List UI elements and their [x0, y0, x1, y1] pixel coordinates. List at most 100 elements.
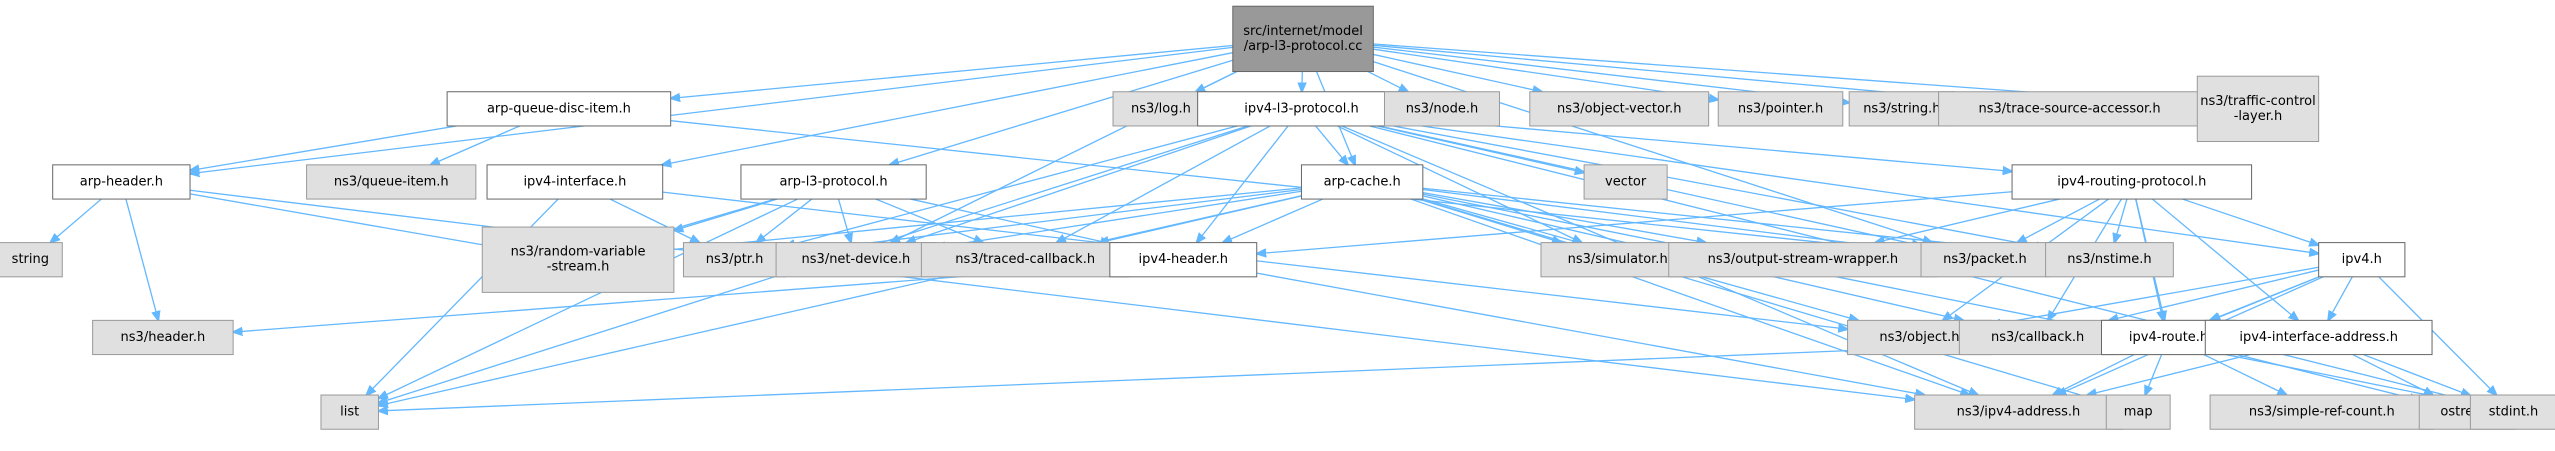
node-stdint: stdint.h	[2469, 394, 2555, 430]
node-ipv4-header[interactable]: ipv4-header.h	[1109, 242, 1258, 278]
edge-ipv4-l3-protocol-to-ipv4	[1405, 122, 2318, 254]
node-box-ns3-ptr	[682, 242, 787, 278]
edge-arp-cache-to-ns3-ipv4-address	[1410, 198, 1970, 395]
edge-ipv4-l3-protocol-to-ipv4-header	[1197, 125, 1289, 243]
edge-ipv4-to-ns3-object	[1991, 266, 2319, 325]
edge-arp-cache-to-ns3-net-device	[936, 190, 1302, 247]
node-box-arp-cache	[1300, 164, 1424, 200]
node-label-ipv4-interface-address: ipv4-interface-address.h	[2239, 330, 2398, 345]
node-label-ns3-random-variable-stream-0: ns3/random-variable	[511, 245, 646, 260]
node-label-ns3-string: ns3/string.h	[1863, 101, 1940, 116]
node-box-arp-queue-disc-item	[446, 91, 672, 127]
edge-ipv4-to-ipv4-route	[2211, 276, 2320, 321]
node-label-ns3-traffic-control-layer-0: ns3/traffic-control	[2200, 94, 2316, 109]
node-box-ns3-output-stream-wrapper	[1668, 242, 1938, 278]
edge-ipv4-header-to-ns3-ipv4-address	[1256, 272, 1925, 395]
nodes-layer: src/internet/model/arp-l3-protocol.cc arp…	[0, 5, 2555, 430]
node-box-ns3-object-vector	[1529, 91, 1710, 127]
edge-ipv4-l3-protocol-to-ns3-net-device	[906, 125, 1252, 243]
node-label-string: string	[12, 252, 49, 267]
node-ns3-ptr: ns3/ptr.h	[682, 242, 787, 278]
node-label-ns3-net-device: ns3/net-device.h	[802, 252, 911, 267]
edge-ipv4-l3-protocol-to-ns3-simulator	[1337, 125, 1581, 243]
node-box-ns3-net-device	[775, 242, 937, 278]
node-ipv4-routing-protocol[interactable]: ipv4-routing-protocol.h	[2011, 164, 2253, 200]
edge-arp-header-to-ns3-header	[125, 198, 158, 320]
node-ipv4-interface-address[interactable]: ipv4-interface-address.h	[2204, 319, 2433, 356]
node-box-ipv4-header	[1109, 242, 1258, 278]
node-label-ns3-pointer: ns3/pointer.h	[1738, 101, 1823, 116]
node-box-ipv4	[2318, 242, 2406, 278]
edge-arp-queue-disc-item-to-ns3-queue-item	[430, 125, 520, 165]
node-ns3-random-variable-stream: ns3/random-variable-stream.h	[481, 226, 675, 293]
node-label-ns3-packet: ns3/packet.h	[1943, 252, 2027, 267]
edge-ipv4-to-stdint	[2378, 276, 2497, 395]
node-label-ns3-traced-callback: ns3/traced-callback.h	[955, 252, 1095, 267]
node-box-vector	[1583, 164, 1668, 200]
node-label-ipv4-routing-protocol: ipv4-routing-protocol.h	[2057, 174, 2206, 189]
node-label-arp-cache: arp-cache.h	[1324, 174, 1401, 189]
node-label-vector: vector	[1605, 174, 1647, 189]
node-box-ns3-callback	[1958, 319, 2117, 356]
edge-arp-cache-to-ns3-output-stream-wrapper	[1422, 192, 1706, 243]
node-ipv4-interface[interactable]: ipv4-interface.h	[486, 164, 664, 200]
node-label-ns3-log: ns3/log.h	[1131, 101, 1191, 116]
node-box-ns3-queue-item	[306, 164, 477, 200]
node-label-ns3-ptr: ns3/ptr.h	[706, 252, 764, 267]
node-box-ns3-node	[1383, 91, 1500, 127]
edge-ipv4-l3-protocol-to-ns3-ptr	[786, 125, 1238, 246]
node-ns3-queue-item: ns3/queue-item.h	[306, 164, 477, 200]
edge-arp-header-to-ns3-address	[189, 193, 497, 247]
node-label-ns3-traffic-control-layer-1: -layer.h	[2234, 109, 2282, 124]
edge-root-to-ns3-node	[1367, 70, 1408, 92]
node-map: map	[2105, 394, 2171, 430]
node-box-ns3-pointer	[1717, 91, 1844, 127]
node-box-ns3-simple-ref-count	[2209, 394, 2435, 430]
node-label-ns3-object: ns3/object.h	[1879, 330, 1959, 345]
node-arp-queue-disc-item[interactable]: arp-queue-disc-item.h	[446, 91, 672, 127]
node-ns3-traced-callback: ns3/traced-callback.h	[920, 242, 1130, 278]
node-arp-cache[interactable]: arp-cache.h	[1300, 164, 1424, 200]
node-label-ns3-simulator: ns3/simulator.h	[1568, 252, 1668, 267]
node-arp-header[interactable]: arp-header.h	[52, 164, 191, 200]
node-label-ns3-simple-ref-count: ns3/simple-ref-count.h	[2249, 405, 2395, 420]
node-ipv4[interactable]: ipv4.h	[2318, 242, 2406, 278]
node-label-ipv4: ipv4.h	[2342, 252, 2382, 267]
node-label-ns3-queue-item: ns3/queue-item.h	[334, 174, 449, 189]
edge-arp-l3-protocol-to-list	[378, 198, 798, 398]
edge-ipv4-interface-address-to-ns3-ipv4-address	[2087, 353, 2251, 395]
edge-arp-l3-protocol-to-ipv4-header	[910, 198, 1110, 243]
node-box-ns3-ipv4-address	[1914, 394, 2123, 430]
node-ns3-nstime: ns3/nstime.h	[2045, 242, 2174, 278]
edge-arp-l3-protocol-to-ns3-random-variable-stream	[674, 198, 778, 230]
edge-ipv4-routing-protocol-to-ipv4-header	[1257, 191, 2013, 254]
node-ns3-header: ns3/header.h	[92, 319, 234, 356]
node-label-map: map	[2124, 405, 2153, 420]
node-ns3-traffic-control-layer: ns3/traffic-control-layer.h	[2196, 75, 2320, 143]
node-label-stdint: stdint.h	[2489, 405, 2538, 420]
edge-ipv4-interface-to-list	[366, 198, 559, 395]
edge-root-to-ns3-packet	[1373, 61, 1932, 243]
edge-ipv4-route-to-ns3-simple-ref-count	[2203, 353, 2287, 395]
edge-ipv4-routing-protocol-to-ns3-output-stream-wrapper	[1875, 198, 2060, 243]
node-box-ns3-traffic-control-layer	[2196, 75, 2320, 143]
node-box-ns3-random-variable-stream	[481, 226, 675, 293]
node-list: list	[320, 394, 379, 430]
node-arp-l3-protocol[interactable]: arp-l3-protocol.h	[740, 164, 927, 200]
node-label-ns3-header: ns3/header.h	[121, 330, 206, 345]
node-box-ns3-string	[1848, 91, 1956, 127]
node-box-arp-header	[52, 164, 191, 200]
edge-ipv4-routing-protocol-to-ns3-nstime	[2114, 198, 2128, 243]
node-ns3-ipv4-address: ns3/ipv4-address.h	[1914, 394, 2123, 430]
node-ns3-pointer: ns3/pointer.h	[1717, 91, 1844, 127]
edge-root-to-arp-header	[190, 46, 1233, 173]
node-ns3-log: ns3/log.h	[1112, 91, 1210, 127]
edge-ipv4-l3-protocol-to-arp-cache	[1315, 125, 1348, 165]
node-box-ipv4-interface	[486, 164, 664, 200]
edge-arp-header-to-ns3-ipv4-address	[189, 189, 1915, 399]
edge-root-to-ns3-object-vector	[1373, 53, 1542, 91]
node-label-ns3-object-vector: ns3/object-vector.h	[1557, 101, 1681, 116]
node-root[interactable]: src/internet/model/arp-l3-protocol.cc	[1232, 5, 1374, 73]
node-ipv4-l3-protocol[interactable]: ipv4-l3-protocol.h	[1197, 91, 1406, 127]
